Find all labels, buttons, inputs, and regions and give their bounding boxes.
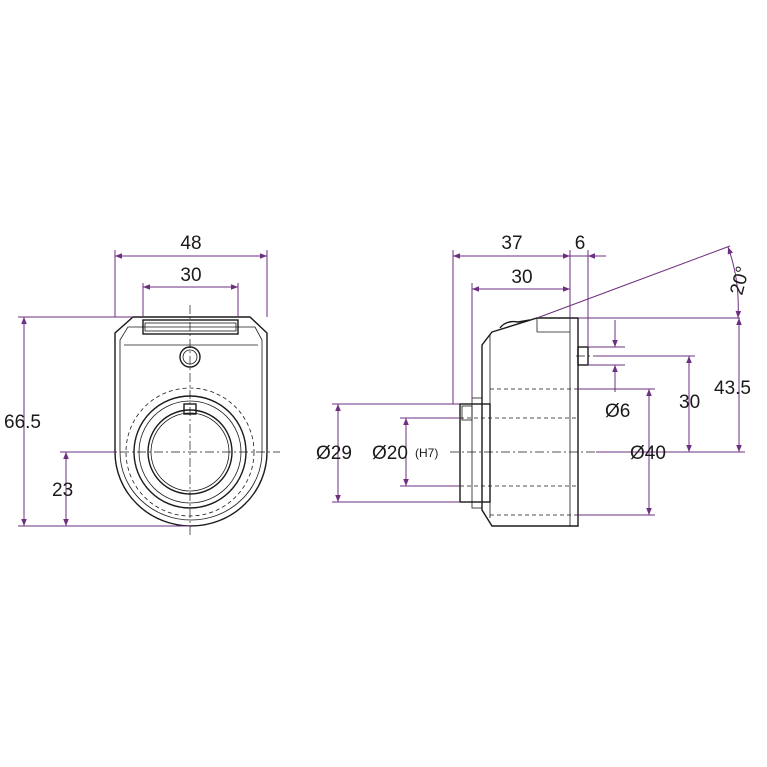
front-housing-inner-outline: [119, 326, 263, 521]
dim-label-30-pin: 30: [679, 392, 700, 413]
dim-label-6: 6: [575, 233, 586, 254]
dim-label-pin-diameter: Ø6: [605, 401, 630, 422]
dim-label-30-front: 30: [180, 265, 201, 286]
dim-label-37: 37: [501, 233, 522, 254]
side-dimensions: 37 6 30 20° Ø6 30 43.5 Ø40: [316, 233, 755, 516]
dim-label-bore-diameter: Ø20: [372, 443, 408, 464]
front-top-slot-inner: [144, 322, 237, 332]
dim-angle-arc: [727, 246, 742, 319]
front-top-slot: [142, 319, 239, 335]
front-view: [103, 305, 280, 538]
front-dimensions: 48 30 66.5 23: [4, 233, 268, 527]
side-body-outline: [481, 317, 579, 527]
side-grub-screw: [461, 405, 473, 421]
dim-label-hub-diameter: Ø29: [316, 443, 352, 464]
dim-label-23: 23: [52, 480, 73, 501]
side-top-bump: [499, 319, 531, 329]
dim-label-43-5: 43.5: [714, 378, 751, 399]
dim-label-30-side: 30: [511, 267, 532, 288]
dim-label-bore-tolerance: (H7): [415, 446, 438, 460]
dim-label-outer-diameter: Ø40: [630, 443, 666, 464]
front-housing-outline: [114, 316, 268, 527]
dim-label-66-5: 66.5: [4, 412, 41, 433]
side-view: [450, 317, 596, 527]
side-hub-flange: [471, 397, 483, 509]
side-hub: [459, 403, 491, 503]
dim-label-20deg: 20°: [727, 264, 755, 297]
dim-label-48: 48: [180, 233, 201, 254]
dim-angle-ray: [536, 245, 731, 319]
